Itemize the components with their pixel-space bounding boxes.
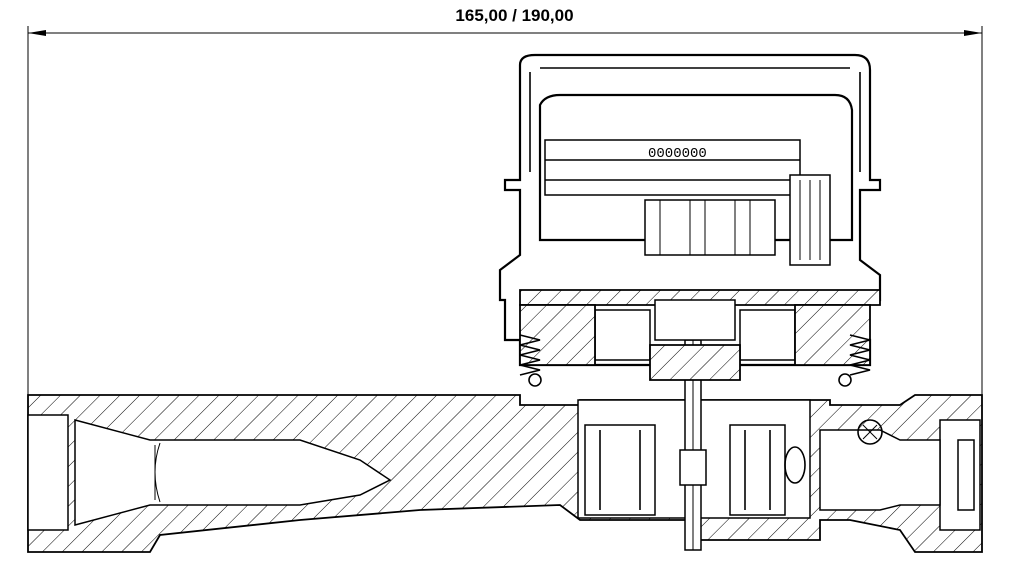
right-spring xyxy=(838,334,871,387)
overall-length-dimension xyxy=(27,26,983,395)
dimension-label: 165,00 / 190,00 xyxy=(455,6,574,25)
counter-digits: 0000000 xyxy=(648,146,707,162)
meter-body xyxy=(27,394,983,553)
register-housing: 0000000 xyxy=(498,53,882,381)
left-spring xyxy=(519,334,542,387)
impeller-spindle xyxy=(679,325,707,551)
